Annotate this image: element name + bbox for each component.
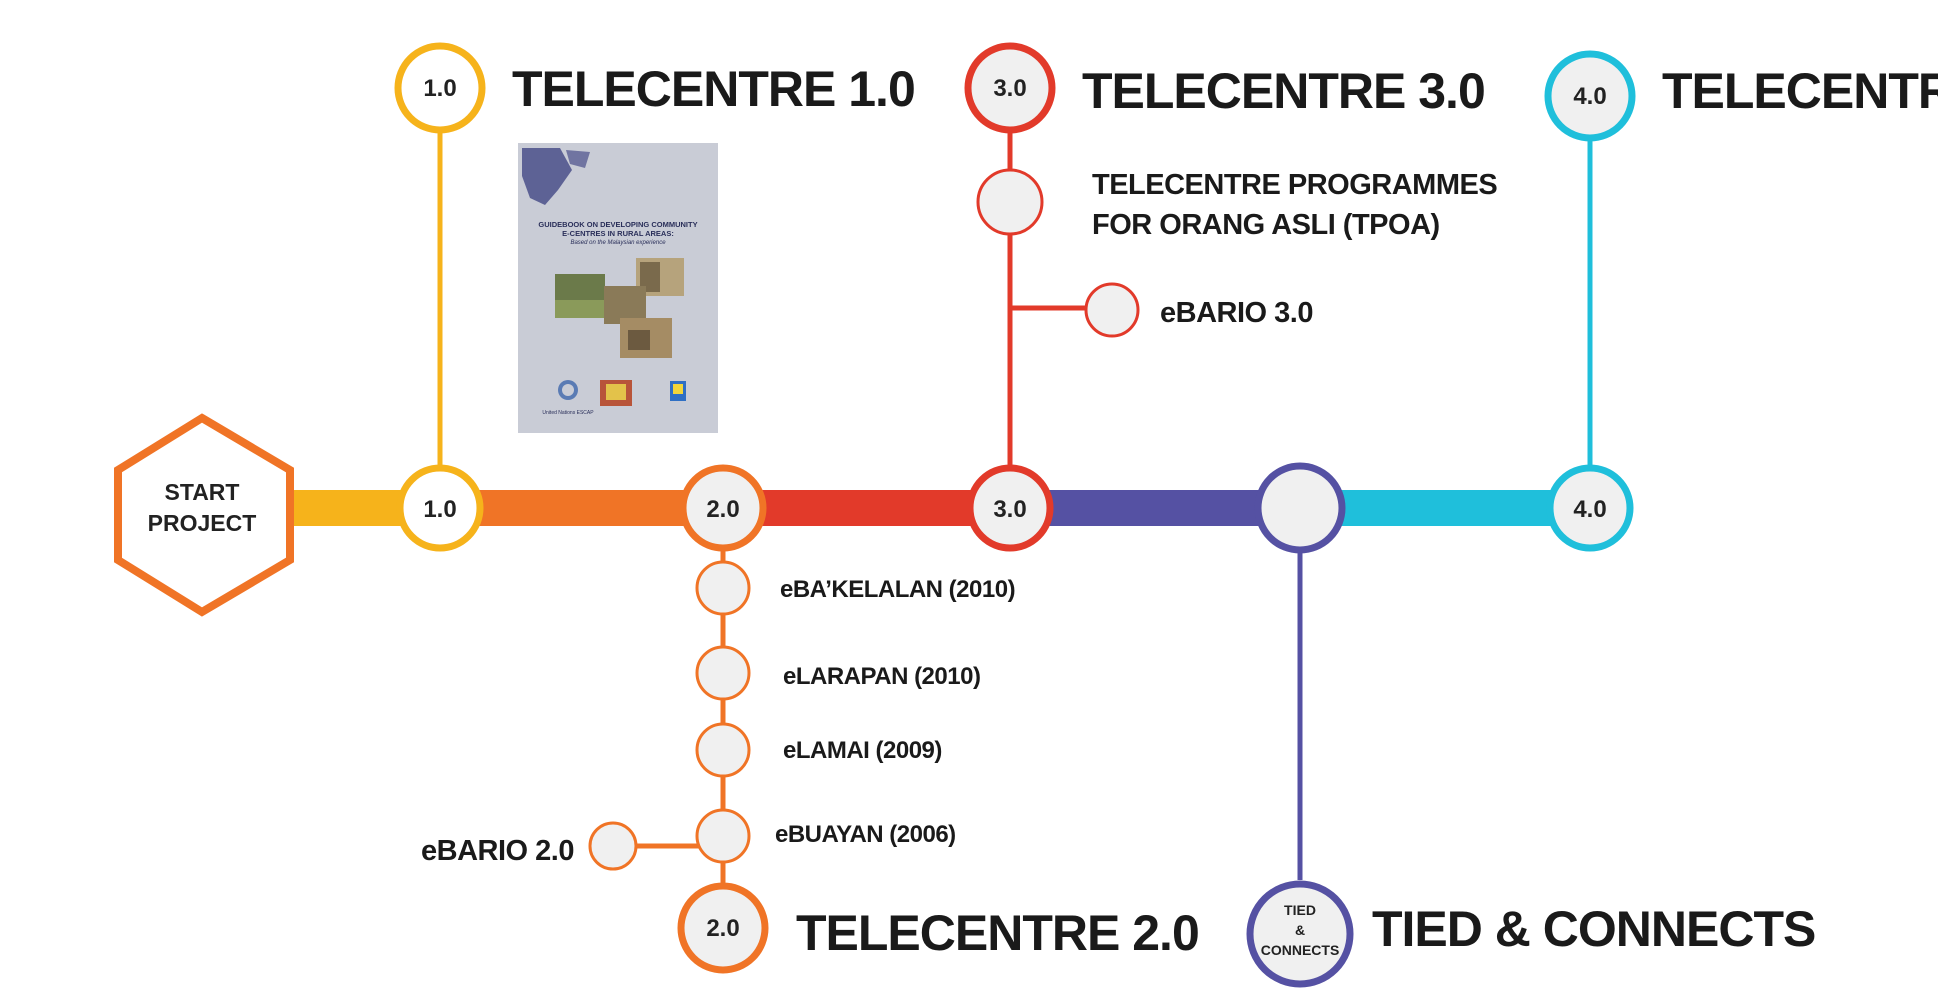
ebario-2-branch: eBARIO 2.0 — [421, 821, 638, 871]
telecentre-2-node-label: 2.0 — [706, 915, 739, 942]
ebario-3-label: eBARIO 3.0 — [1160, 297, 1313, 329]
elarapan-label: eLARAPAN (2010) — [783, 663, 980, 690]
tied-node-line3: CONNECTS — [1261, 942, 1340, 958]
telecentre-2-header: 2.0 TELECENTRE 2.0 — [677, 882, 1200, 974]
ebario-3-branch: eBARIO 3.0 — [1084, 282, 1313, 338]
band-tied-4 — [1300, 490, 1590, 526]
svg-text:E-CENTRES IN RURAL AREAS:: E-CENTRES IN RURAL AREAS: — [562, 229, 674, 238]
telecentre-4-node-label: 4.0 — [1573, 83, 1606, 110]
timeline-node-3: 3.0 — [966, 464, 1054, 552]
telecentre-1-header: 1.0 TELECENTRE 1.0 — [394, 42, 916, 134]
tied-node-line1: TIED — [1284, 902, 1316, 918]
start-label-line2: PROJECT — [148, 510, 257, 536]
band-3-tied — [1010, 490, 1300, 526]
telecentre-2-title: TELECENTRE 2.0 — [796, 905, 1199, 961]
telecentre-1-node-label: 1.0 — [423, 75, 456, 102]
telecentre-3-header: 3.0 TELECENTRE 3.0 — [964, 42, 1486, 134]
tpoa-label-line2: FOR ORANG ASLI (TPOA) — [1092, 209, 1440, 241]
elamai-branch: eLAMAI (2009) — [695, 722, 942, 778]
telecentre-3-node-label: 3.0 — [993, 75, 1026, 102]
guidebook-cover-image: GUIDEBOOK ON DEVELOPING COMMUNITY E-CENT… — [518, 143, 718, 433]
tied-node-line2: & — [1295, 922, 1305, 938]
start-label-line1: START — [165, 479, 240, 505]
svg-text:4.0: 4.0 — [1573, 496, 1606, 523]
band-1-2 — [440, 490, 725, 526]
telecentre-1-title: TELECENTRE 1.0 — [512, 61, 915, 117]
telecentre-3-title: TELECENTRE 3.0 — [1082, 63, 1485, 119]
tpoa-branch: TELECENTRE PROGRAMMES FOR ORANG ASLI (TP… — [976, 168, 1498, 241]
tied-connects-header: TIED & CONNECTS TIED & CONNECTS — [1246, 880, 1816, 988]
svg-text:1.0: 1.0 — [423, 496, 456, 523]
tied-connects-title: TIED & CONNECTS — [1372, 901, 1815, 957]
timeline-node-4: 4.0 — [1546, 464, 1634, 552]
svg-text:Based on the Malaysian experie: Based on the Malaysian experience — [570, 240, 666, 246]
ebakelalan-label: eBA’KELALAN (2010) — [780, 576, 1015, 603]
band-2-3 — [725, 490, 1010, 526]
telecentre-4-header: 4.0 TELECENTRE 4.0 — [1544, 50, 1938, 142]
svg-text:2.0: 2.0 — [706, 496, 739, 523]
ebuayan-label: eBUAYAN (2006) — [775, 821, 956, 848]
elamai-label: eLAMAI (2009) — [783, 737, 942, 764]
tpoa-label-line1: TELECENTRE PROGRAMMES — [1092, 169, 1497, 201]
ebakelalan-branch: eBA’KELALAN (2010) — [695, 560, 1016, 616]
svg-text:3.0: 3.0 — [993, 496, 1026, 523]
timeline-node-tied — [1254, 462, 1346, 554]
timeline-node-1: 1.0 — [396, 464, 484, 552]
svg-text:United Nations ESCAP: United Nations ESCAP — [542, 410, 594, 416]
start-project-hexagon: START PROJECT — [114, 413, 294, 617]
ebario-2-label: eBARIO 2.0 — [421, 835, 574, 867]
timeline-node-2: 2.0 — [679, 464, 767, 552]
svg-text:GUIDEBOOK ON DEVELOPING COMMUN: GUIDEBOOK ON DEVELOPING COMMUNITY — [538, 220, 697, 229]
ebuayan-branch: eBUAYAN (2006) — [695, 808, 956, 864]
telecentre-4-title: TELECENTRE 4.0 — [1662, 63, 1938, 119]
elarapan-branch: eLARAPAN (2010) — [695, 645, 981, 701]
